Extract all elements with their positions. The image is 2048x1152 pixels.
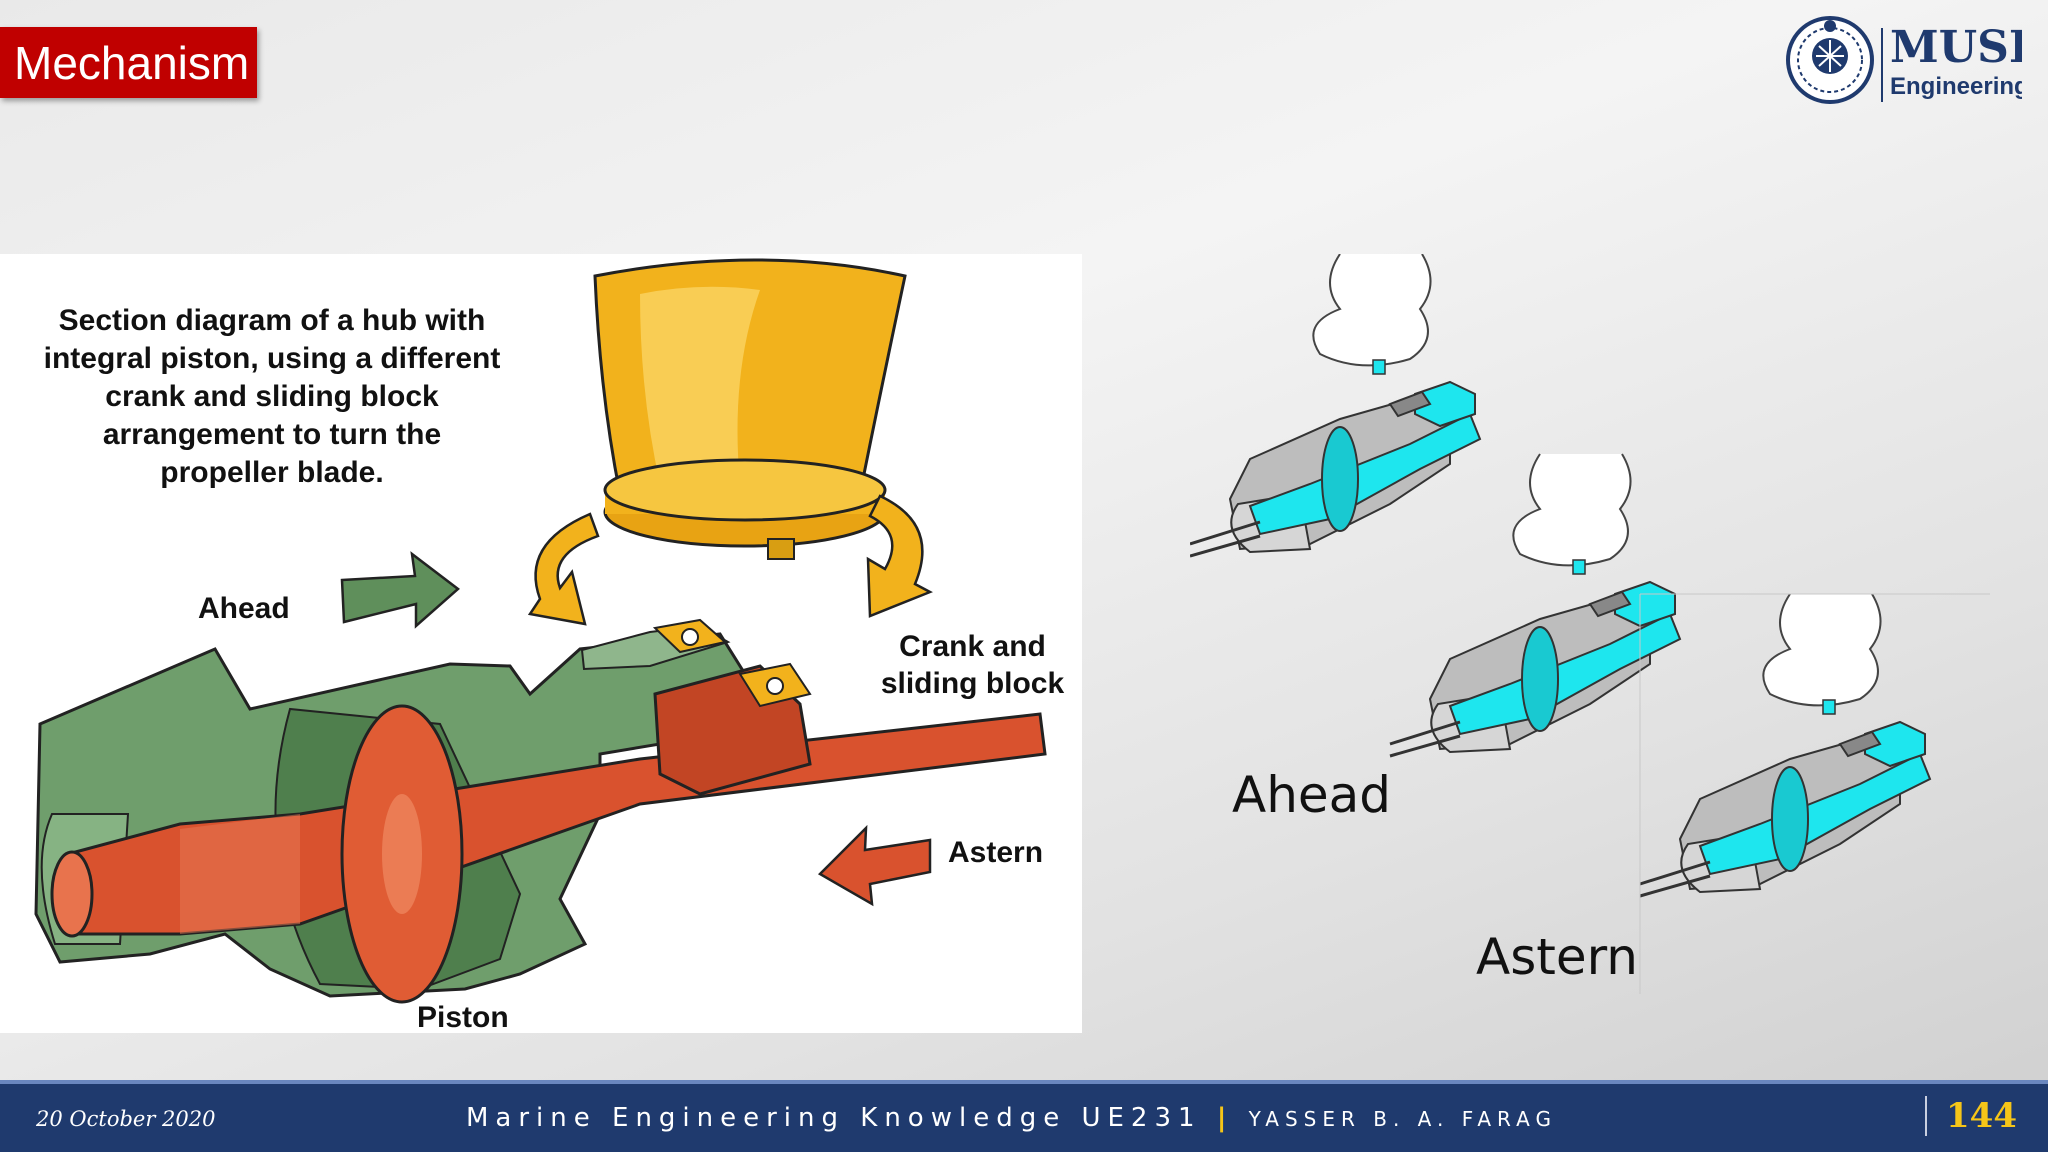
label-crank-line1: Crank and <box>899 630 1046 663</box>
page-number: 144 <box>1946 1096 2017 1136</box>
footer-date: 20 October 2020 <box>36 1107 216 1131</box>
university-seal-icon <box>1786 16 1874 104</box>
footer-divider <box>1925 1096 1927 1136</box>
ahead-arrow <box>340 551 460 629</box>
stage-astern <box>1638 592 1932 898</box>
stage-mid <box>1388 452 1682 758</box>
stage-ahead <box>1188 252 1482 558</box>
label-astern-large: Astern <box>1476 928 1638 986</box>
slide-footer: 20 October 2020 Marine Engineering Knowl… <box>0 1080 2048 1152</box>
logo-subtitle: Engineering <box>1890 73 2022 100</box>
label-ahead: Ahead <box>198 592 290 625</box>
footer-author: YASSER B. A. FARAG <box>1248 1107 1557 1131</box>
label-crank-sliding-block: Crank and sliding block <box>870 628 1075 702</box>
label-ahead-large: Ahead <box>1232 766 1392 824</box>
label-crank-line2: sliding block <box>880 667 1065 700</box>
label-astern: Astern <box>948 836 1044 869</box>
astern-arrow <box>817 824 932 907</box>
label-piston: Piston <box>417 1001 509 1034</box>
ahead-astern-sequence <box>1188 252 2000 994</box>
logo-name: MUSI <box>1890 22 2022 73</box>
footer-course-line: Marine Engineering Knowledge UE231 | YAS… <box>466 1103 1557 1133</box>
slide-title: Mechanism <box>0 27 257 98</box>
crank-sliding-block <box>580 618 812 796</box>
footer-separator: | <box>1216 1103 1234 1133</box>
rotation-arrow-right <box>866 494 933 618</box>
propeller-blade <box>593 258 907 560</box>
piston-and-rod <box>50 704 1047 1004</box>
footer-course: Marine Engineering Knowledge UE231 <box>466 1103 1202 1133</box>
musi-logo: MUSI Engineering <box>1782 10 2029 110</box>
hub-section-diagram: Section diagram of a hub with integral p… <box>0 254 1082 1034</box>
rotation-arrow-left <box>527 512 600 626</box>
figure-caption: Section diagram of a hub with integral p… <box>43 304 501 489</box>
